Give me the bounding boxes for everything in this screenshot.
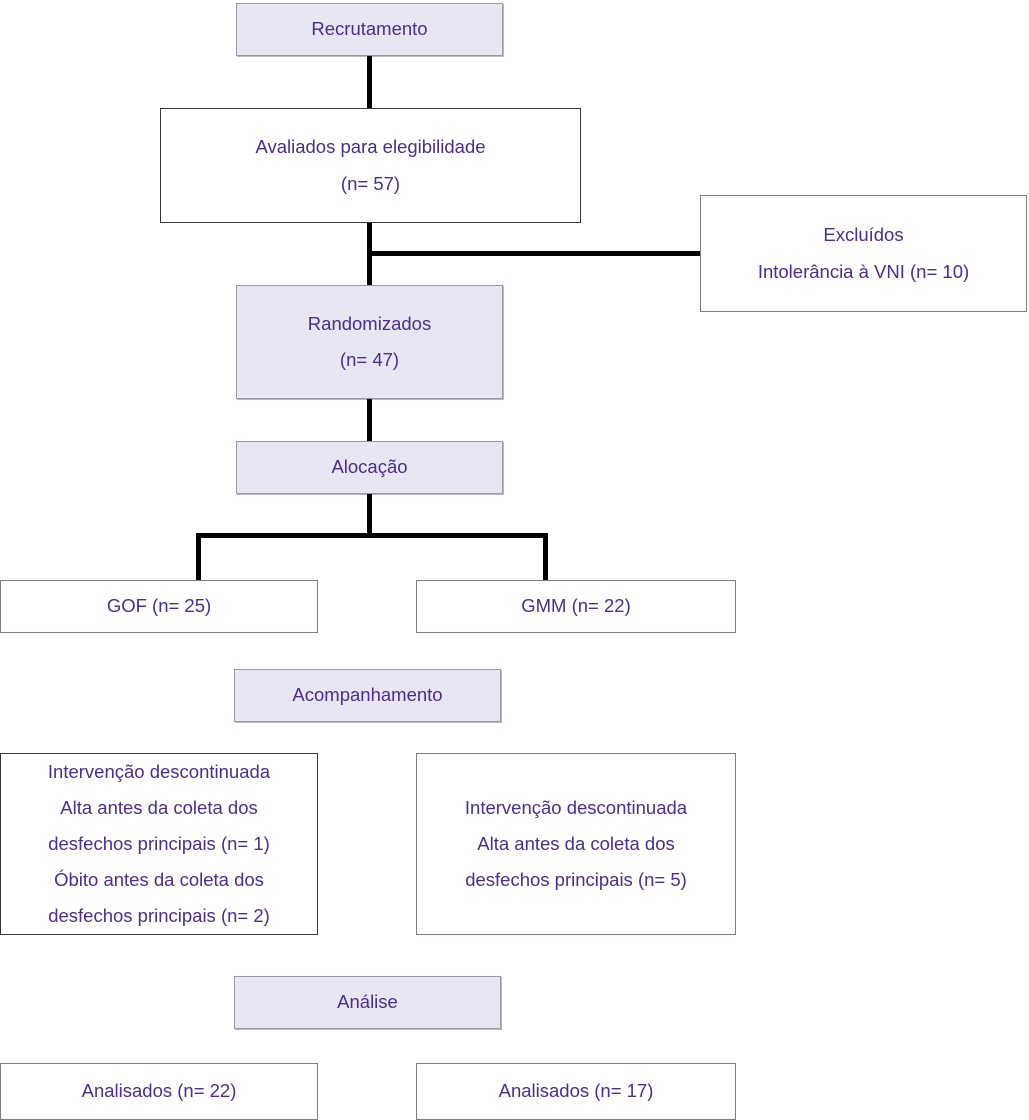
- connector-randomized-to-allocation: [367, 399, 372, 442]
- discontinued-right-line-2: Alta antes da coleta dos: [477, 832, 675, 854]
- discontinued-left-line-5: desfechos principais (n= 2): [48, 905, 270, 927]
- stage-label-followup: Acompanhamento: [292, 684, 443, 706]
- assessed-line-1: Avaliados para elegibilidade: [255, 136, 486, 158]
- analyzed-right-label: Analisados (n= 17): [498, 1080, 654, 1102]
- discontinued-left-line-3: desfechos principais (n= 1): [48, 832, 270, 854]
- group-right-label: GMM (n= 22): [521, 595, 631, 617]
- discontinued-left-line-1: Intervenção descontinuada: [47, 760, 271, 782]
- node-box-randomized: Randomizados (n= 47): [236, 285, 503, 399]
- discontinued-left-line-2: Alta antes da coleta dos: [60, 796, 258, 818]
- connector-to-excluded: [367, 251, 702, 256]
- analyzed-left-label: Analisados (n= 22): [81, 1080, 237, 1102]
- connector-allocation-to-gmm: [543, 533, 548, 581]
- excluded-line-2: Intolerância à VNI (n= 10): [757, 260, 970, 282]
- discontinued-right-line-1: Intervenção descontinuada: [464, 796, 688, 818]
- connector-allocation-trunk: [367, 494, 372, 536]
- node-box-analyzed-right: Analisados (n= 17): [416, 1063, 736, 1120]
- node-box-excluded: Excluídos Intolerância à VNI (n= 10): [700, 195, 1027, 312]
- stage-box-analysis: Análise: [234, 976, 501, 1029]
- stage-label-recruitment: Recrutamento: [311, 18, 428, 40]
- connector-allocation-crossbar: [196, 533, 548, 538]
- assessed-line-2: (n= 57): [340, 172, 401, 194]
- discontinued-left-line-4: Óbito antes da coleta dos: [54, 869, 264, 891]
- connector-recruitment-to-assessed: [367, 56, 372, 109]
- node-box-discontinued-right: Intervenção descontinuada Alta antes da …: [416, 753, 736, 935]
- node-box-analyzed-left: Analisados (n= 22): [0, 1063, 318, 1120]
- excluded-line-1: Excluídos: [823, 224, 904, 246]
- randomized-line-1: Randomizados: [307, 312, 432, 334]
- randomized-line-2: (n= 47): [339, 349, 400, 370]
- node-box-group-right: GMM (n= 22): [416, 580, 736, 633]
- stage-label-analysis: Análise: [337, 991, 398, 1013]
- stage-box-followup: Acompanhamento: [234, 669, 501, 722]
- stage-box-recruitment: Recrutamento: [236, 3, 503, 56]
- group-left-label: GOF (n= 25): [106, 595, 212, 617]
- node-box-discontinued-left: Intervenção descontinuada Alta antes da …: [0, 753, 318, 935]
- node-box-assessed: Avaliados para elegibilidade (n= 57): [160, 108, 581, 223]
- discontinued-right-line-3: desfechos principais (n= 5): [465, 869, 687, 891]
- connector-allocation-to-gof: [196, 533, 201, 581]
- stage-box-allocation: Alocação: [236, 441, 503, 494]
- stage-label-allocation: Alocação: [331, 456, 408, 478]
- node-box-group-left: GOF (n= 25): [0, 580, 318, 633]
